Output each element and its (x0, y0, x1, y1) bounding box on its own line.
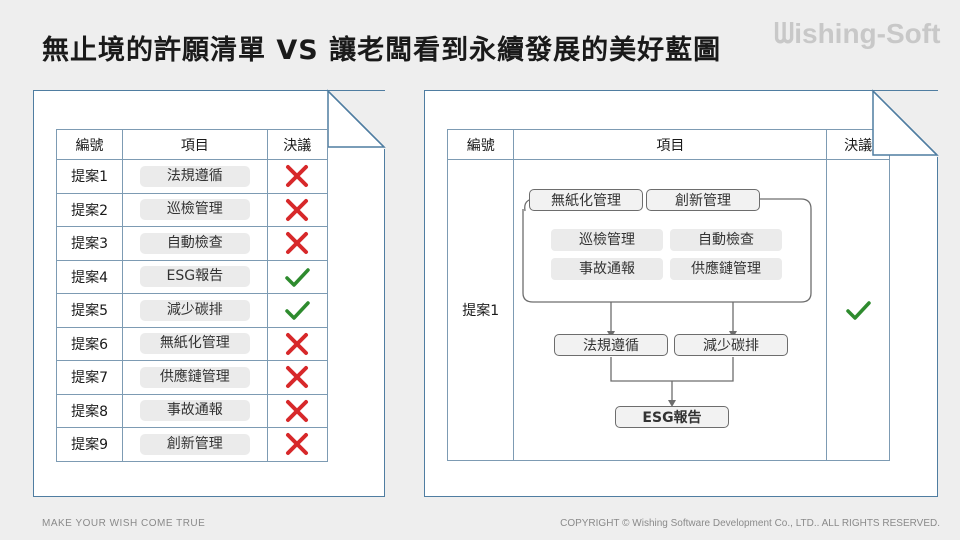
table-row: 提案5 減少碳排 (55, 293, 329, 328)
item-pill: 事故通報 (139, 400, 250, 422)
page-title: 無止境的許願清單 VS 讓老闆看到永續發展的美好藍圖 (42, 35, 722, 66)
table-row: 提案8 事故通報 (55, 393, 329, 428)
flow-tab-paperless: 無紙化管理 (529, 189, 643, 211)
row-item: 無紙化管理 (122, 326, 268, 361)
row-id: 提案7 (55, 360, 124, 395)
cross-icon (286, 399, 309, 422)
footer-copyright: COPYRIGHT © Wishing Software Development… (560, 518, 940, 529)
col-header-id: 編號 (446, 129, 515, 160)
row-item: 事故通報 (122, 393, 268, 428)
flow-inner-supply-chain: 供應鏈管理 (670, 258, 782, 280)
table-row: 提案7 供應鏈管理 (55, 360, 329, 395)
check-icon (285, 301, 311, 320)
item-pill: 創新管理 (139, 433, 250, 455)
flow-inner-inspection: 巡檢管理 (551, 229, 663, 251)
col-header-item: 項目 (513, 129, 828, 160)
row-decision (266, 326, 329, 361)
check-icon (285, 268, 311, 287)
row-item: 法規遵循 (122, 159, 268, 194)
row-decision (266, 259, 329, 294)
item-pill: 無紙化管理 (139, 333, 250, 355)
item-pill: 巡檢管理 (139, 199, 250, 221)
flow-connectors (522, 198, 812, 407)
row-decision (266, 360, 329, 395)
table-row: 提案9 創新管理 (55, 427, 329, 462)
row-id: 提案4 (55, 259, 124, 294)
row-id: 提案1 (55, 159, 124, 194)
item-pill: 減少碳排 (139, 299, 250, 321)
row-item: 減少碳排 (122, 293, 268, 328)
row-id: 提案8 (55, 393, 124, 428)
row-id: 提案5 (55, 293, 124, 328)
item-pill: 供應鏈管理 (139, 366, 250, 388)
row-item: 自動檢查 (122, 226, 268, 261)
table-row: 提案4 ESG報告 (55, 259, 329, 294)
row-id: 提案1 (446, 159, 515, 461)
row-item: 巡檢管理 (122, 192, 268, 227)
cross-icon (286, 332, 309, 355)
table-row: 提案1 法規遵循 (55, 159, 329, 194)
row-decision (266, 192, 329, 227)
row-decision (266, 226, 329, 261)
table-row: 提案6 無紙化管理 (55, 326, 329, 361)
row-decision (266, 293, 329, 328)
row-id: 提案6 (55, 326, 124, 361)
page-fold-corner (871, 89, 939, 157)
row-item: 創新管理 (122, 427, 268, 462)
item-pill: ESG報告 (139, 266, 250, 288)
cross-icon (286, 232, 309, 255)
flow-carbon-reduction: 減少碳排 (674, 334, 788, 356)
check-icon (846, 301, 871, 320)
row-decision (266, 427, 329, 462)
logo-w-glyph: ᗯ (774, 18, 795, 49)
decision-cell (826, 159, 890, 461)
row-decision (266, 393, 329, 428)
row-id: 提案3 (55, 226, 124, 261)
flow-inner-incident: 事故通報 (551, 258, 663, 280)
flow-esg-report: ESG報告 (615, 406, 729, 428)
blueprint-document: 編號 項目 決議 提案1 無紙化管理 創新管理 巡檢管理 自動檢查 事故通報 供… (424, 89, 939, 497)
item-pill: 法規遵循 (139, 165, 250, 187)
cross-icon (286, 433, 309, 456)
logo-text: ishing-Soft (794, 18, 941, 49)
col-header-item: 項目 (122, 129, 268, 160)
flow-tab-innovation: 創新管理 (646, 189, 760, 211)
row-id: 提案2 (55, 192, 124, 227)
col-header-id: 編號 (55, 129, 124, 160)
cross-icon (286, 198, 309, 221)
row-item: 供應鏈管理 (122, 360, 268, 395)
col-header-decision: 決議 (266, 129, 329, 160)
cross-icon (286, 366, 309, 389)
page-fold-corner (326, 89, 386, 149)
footer-slogan: MAKE YOUR WISH COME TRUE (42, 518, 206, 529)
table-row: 提案3 自動檢查 (55, 226, 329, 261)
item-pill: 自動檢查 (139, 232, 250, 254)
company-logo: ᗯishing-Soft (774, 18, 940, 51)
row-item: ESG報告 (122, 259, 268, 294)
flow-inner-auto-check: 自動檢查 (670, 229, 782, 251)
cross-icon (286, 165, 309, 188)
flow-compliance: 法規遵循 (554, 334, 668, 356)
row-decision (266, 159, 329, 194)
table-row: 提案2 巡檢管理 (55, 192, 329, 227)
row-id: 提案9 (55, 427, 124, 462)
